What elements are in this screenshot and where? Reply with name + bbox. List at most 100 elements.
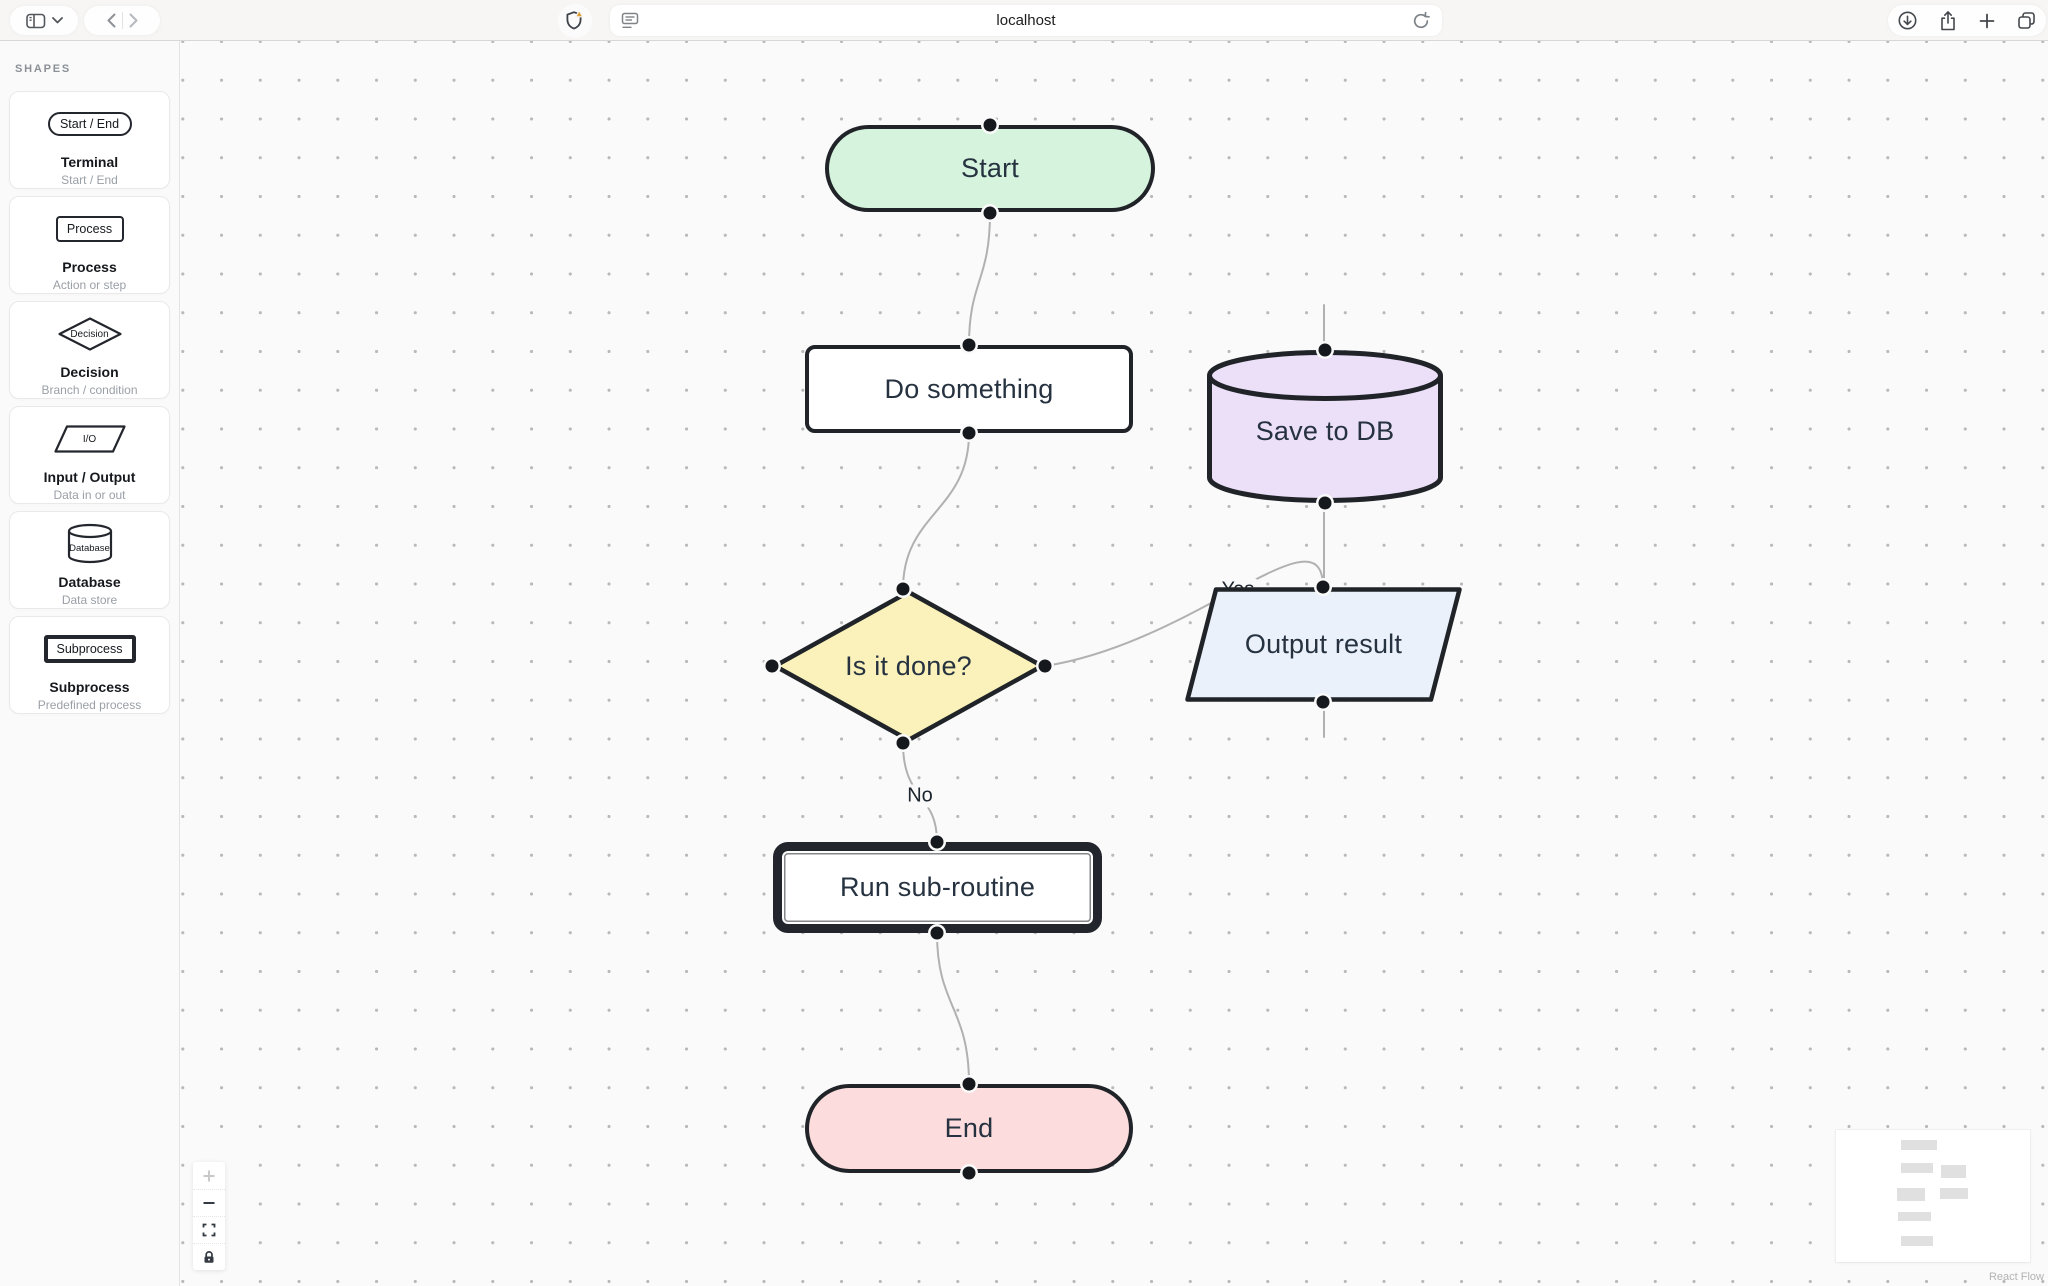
database-shape: [1207, 350, 1443, 503]
back-button[interactable]: [101, 6, 122, 35]
edge-sub-end[interactable]: [936, 932, 970, 1085]
node-run-sub-routine[interactable]: Run sub-routine: [773, 842, 1102, 933]
card-subtitle: Data store: [61, 593, 118, 607]
shape-card-terminal[interactable]: Start / End Terminal Start / End: [9, 91, 170, 189]
minimap-node-start: [1901, 1140, 1937, 1150]
card-title: Decision: [60, 364, 119, 380]
handle-sub-top[interactable]: [930, 835, 944, 849]
handle-done-right[interactable]: [1038, 659, 1052, 673]
subprocess-shape-preview: Subprocess: [43, 635, 136, 663]
sidebar-toggle-button[interactable]: [20, 6, 52, 35]
shape-card-database[interactable]: Database Database Data store: [9, 511, 170, 609]
node-is-it-done[interactable]: Is it done?: [772, 589, 1045, 743]
node-label: Start: [960, 153, 1020, 183]
url-text: localhost: [996, 12, 1056, 29]
handle-end-top[interactable]: [962, 1077, 976, 1091]
downloads-button[interactable]: [1891, 5, 1924, 36]
shape-card-subprocess[interactable]: Subprocess Subprocess Predefined process: [9, 616, 170, 714]
edge-do-done[interactable]: [902, 432, 970, 590]
node-label: Save to DB: [1255, 416, 1395, 446]
shape-card-io[interactable]: I/O Input / Output Data in or out: [9, 406, 170, 504]
shapes-sidebar: SHAPES Start / End Terminal Start / End …: [0, 41, 180, 1286]
address-bar[interactable]: localhost: [610, 5, 1442, 36]
download-icon: [1898, 11, 1917, 30]
forward-button[interactable]: [123, 6, 144, 35]
node-label: Is it done?: [845, 650, 972, 681]
handle-sub-bottom[interactable]: [930, 926, 944, 940]
card-subtitle: Action or step: [52, 278, 127, 292]
handle-do-top[interactable]: [962, 338, 976, 352]
chevron-left-icon: [107, 13, 115, 28]
reader-icon[interactable]: [621, 12, 640, 29]
shape-card-process[interactable]: Process Process Action or step: [9, 196, 170, 294]
node-label: Run sub-routine: [839, 872, 1036, 902]
warning-badge-icon: [574, 9, 584, 18]
card-subtitle: Start / End: [61, 173, 118, 187]
zoom-out-button[interactable]: [193, 1189, 225, 1216]
plus-icon: [1979, 13, 1995, 28]
react-flow-attribution: React Flow: [1988, 1271, 2044, 1283]
new-tab-button[interactable]: [1972, 5, 2002, 36]
minus-icon: [203, 1202, 215, 1204]
io-shape-preview: I/O: [53, 416, 126, 462]
card-subtitle: Predefined process: [37, 698, 142, 712]
minimap[interactable]: [1836, 1130, 2030, 1262]
node-save-to-db[interactable]: Save to DB: [1207, 350, 1443, 503]
handle-done-left[interactable]: [765, 659, 779, 673]
toolbar-right-group: [1888, 5, 2046, 36]
lock-icon: [204, 1251, 214, 1263]
fit-view-button[interactable]: [193, 1216, 225, 1243]
chevron-down-icon: [51, 17, 63, 24]
minimap-node-sub: [1898, 1212, 1931, 1221]
process-shape-preview: Process: [55, 216, 124, 242]
terminal-shape-preview: Start / End: [47, 112, 132, 136]
minimap-node-do: [1901, 1163, 1933, 1173]
sidebar-icon: [25, 13, 45, 28]
fit-view-icon: [202, 1223, 216, 1237]
minimap-node-end: [1901, 1236, 1933, 1246]
browser-toolbar: localhost: [0, 0, 2048, 41]
minimap-node-output: [1940, 1188, 1968, 1199]
node-do-something[interactable]: Do something: [805, 345, 1133, 433]
handle-end-bottom[interactable]: [962, 1166, 976, 1180]
tabs-overview-button[interactable]: [2010, 5, 2043, 36]
handle-done-top[interactable]: [896, 582, 910, 596]
handle-savedb-top[interactable]: [1318, 343, 1332, 357]
zoom-in-button[interactable]: [193, 1162, 225, 1189]
node-label: Do something: [884, 373, 1054, 404]
handle-start-bottom[interactable]: [983, 206, 997, 220]
flow-canvas[interactable]: Yes No Start Do something Save to DB Is …: [180, 41, 2048, 1286]
card-title: Database: [58, 574, 121, 590]
chevron-right-icon: [129, 13, 137, 28]
decision-shape-preview: Decision: [57, 311, 122, 357]
database-shape-preview: Database: [67, 521, 113, 567]
card-subtitle: Branch / condition: [41, 383, 138, 397]
node-label: Output result: [1244, 629, 1403, 659]
node-start[interactable]: Start: [825, 125, 1155, 212]
card-title: Input / Output: [43, 469, 136, 485]
edge-start-do[interactable]: [968, 212, 991, 346]
privacy-shield-button[interactable]: [558, 4, 592, 38]
node-end[interactable]: End: [805, 1084, 1133, 1173]
edge-label-no[interactable]: No: [904, 784, 936, 808]
sidebar-toggle-chevron-button[interactable]: [51, 6, 69, 35]
plus-icon: [203, 1170, 215, 1181]
io-shape: [1185, 587, 1462, 702]
share-button[interactable]: [1932, 5, 1964, 36]
share-icon: [1941, 10, 1955, 30]
shape-card-decision[interactable]: Decision Decision Branch / condition: [9, 301, 170, 399]
handle-output-bottom[interactable]: [1316, 695, 1330, 709]
handle-do-bottom[interactable]: [962, 426, 976, 440]
handle-output-top[interactable]: [1316, 580, 1330, 594]
card-subtitle: Data in or out: [53, 488, 126, 502]
card-title: Process: [62, 259, 117, 275]
handle-start-top[interactable]: [983, 118, 997, 132]
node-output-result[interactable]: Output result: [1185, 587, 1462, 702]
tabs-icon: [2018, 12, 2035, 29]
nav-divider: [121, 12, 123, 29]
handle-done-bottom[interactable]: [896, 736, 910, 750]
nav-buttons-group: [84, 6, 160, 35]
handle-savedb-bottom[interactable]: [1318, 496, 1332, 510]
refresh-icon[interactable]: [1411, 11, 1431, 31]
lock-button[interactable]: [193, 1243, 225, 1270]
